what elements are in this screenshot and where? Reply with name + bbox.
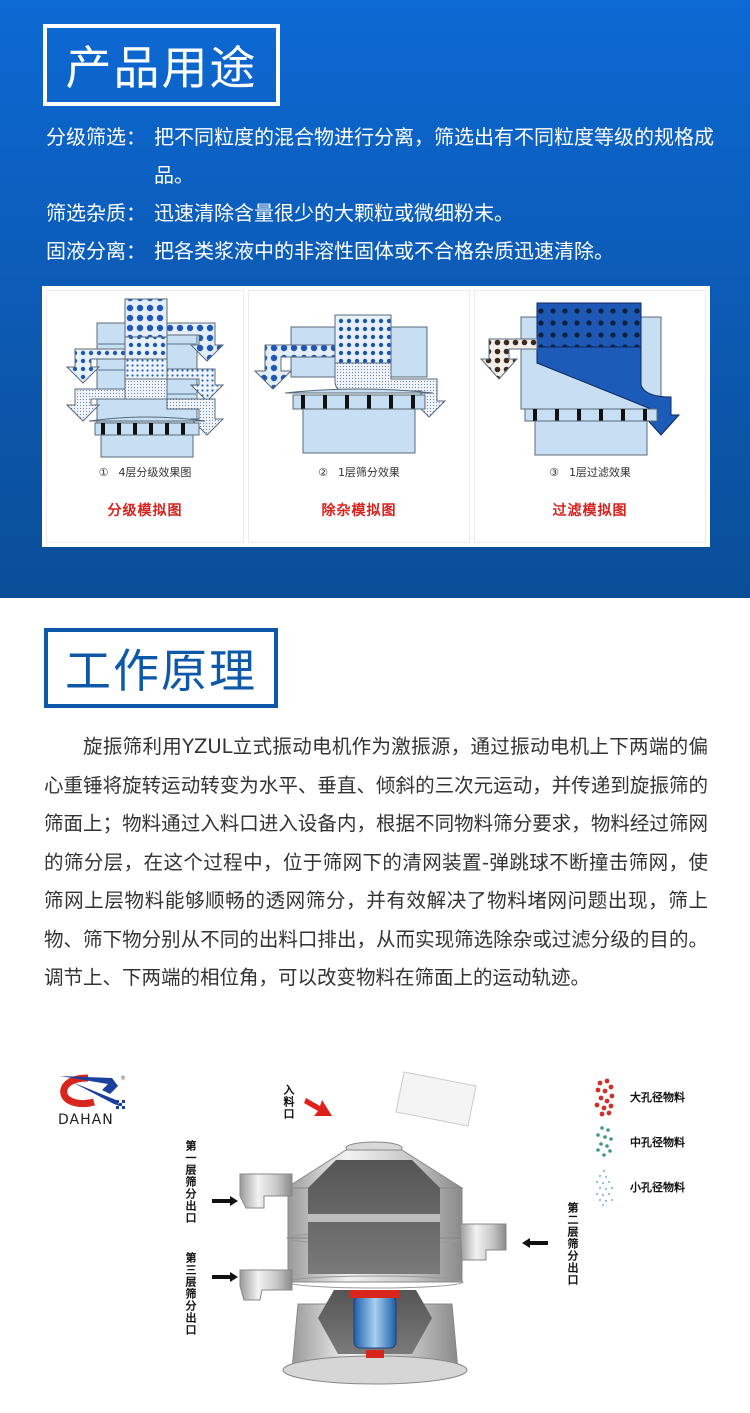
legend-item: 小孔径物料	[592, 1164, 685, 1209]
usage-item: 分级筛选： 把不同粒度的混合物进行分离，筛选出有不同粒度等级的规格成品。	[46, 118, 726, 194]
legend-label: 大孔径物料	[630, 1090, 685, 1104]
usage-term: 分级筛选：	[46, 125, 146, 149]
four-layer-sieve-illustration	[65, 298, 225, 458]
inlet-arrow-icon	[304, 1098, 332, 1116]
legend-label: 中孔径物料	[630, 1135, 685, 1149]
large-particle-icon	[594, 1078, 615, 1116]
outlet-1-arrow-icon	[212, 1196, 238, 1206]
principle-title-box: 工作原理	[44, 628, 278, 708]
usage-term: 筛选杂质：	[46, 201, 146, 225]
machine-diagram: ® DAHAN 入料口 第一层筛分出口 第三层筛分出口 第二层筛分出口	[0, 1050, 750, 1413]
usage-desc: 迅速清除含量很少的大颗粒或微细粉末。	[154, 201, 514, 225]
diagram-number: ③	[549, 466, 559, 479]
svg-text:®: ®	[120, 1075, 126, 1082]
legend-label: 小孔径物料	[630, 1180, 685, 1194]
dahan-logo-mark-icon: ®	[60, 1074, 126, 1109]
inlet-label: 入料口	[282, 1084, 295, 1120]
usage-title-box: 产品用途	[43, 24, 280, 106]
outlet-2-label: 第二层筛分出口	[566, 1202, 579, 1286]
usage-desc: 把不同粒度的混合物进行分离，筛选出有不同粒度等级的规格成品。	[154, 125, 714, 187]
outlet-3-arrow-icon	[212, 1272, 238, 1282]
diagram-number: ①	[98, 466, 109, 479]
usage-item: 固液分离： 把各类浆液中的非溶性固体或不合格杂质迅速清除。	[46, 232, 726, 270]
diagram-title: 除杂模拟图	[321, 503, 397, 519]
diagram-title: 分级模拟图	[107, 503, 183, 519]
vibrating-sieve-machine-illustration	[239, 1071, 507, 1385]
particle-legend: 大孔径物料 中孔径物料 小孔径物料	[592, 1074, 685, 1209]
one-layer-sieve-illustration	[253, 314, 447, 454]
diagram-number: ②	[318, 466, 328, 479]
principle-paragraph: 旋振筛利用YZUL立式振动电机作为激振源，通过振动电机上下两端的偏心重锤将旋转运…	[44, 735, 708, 989]
principle-title: 工作原理	[65, 644, 257, 698]
usage-list: 分级筛选： 把不同粒度的混合物进行分离，筛选出有不同粒度等级的规格成品。 筛选杂…	[46, 118, 726, 270]
filtration-sieve-illustration	[479, 302, 681, 456]
small-particle-icon	[595, 1169, 614, 1206]
outlet-3-label: 第三层筛分出口	[184, 1252, 197, 1336]
usage-desc: 把各类浆液中的非溶性固体或不合格杂质迅速清除。	[154, 239, 614, 263]
medium-particle-icon	[596, 1125, 613, 1157]
brand-name: DAHAN	[58, 1112, 114, 1128]
legend-item: 中孔径物料	[592, 1119, 685, 1164]
outlet-1-label: 第一层筛分出口	[184, 1140, 197, 1224]
diagram-title: 过滤模拟图	[552, 503, 628, 519]
usage-term: 固液分离：	[46, 239, 146, 263]
usage-section: 产品用途 分级筛选： 把不同粒度的混合物进行分离，筛选出有不同粒度等级的规格成品…	[0, 0, 750, 598]
dahan-logo: ® DAHAN	[58, 1072, 138, 1128]
legend-item: 大孔径物料	[592, 1074, 685, 1119]
outlet-2-arrow-icon	[522, 1238, 548, 1248]
usage-item: 筛选杂质： 迅速清除含量很少的大颗粒或微细粉末。	[46, 194, 726, 232]
usage-title: 产品用途	[65, 41, 258, 95]
